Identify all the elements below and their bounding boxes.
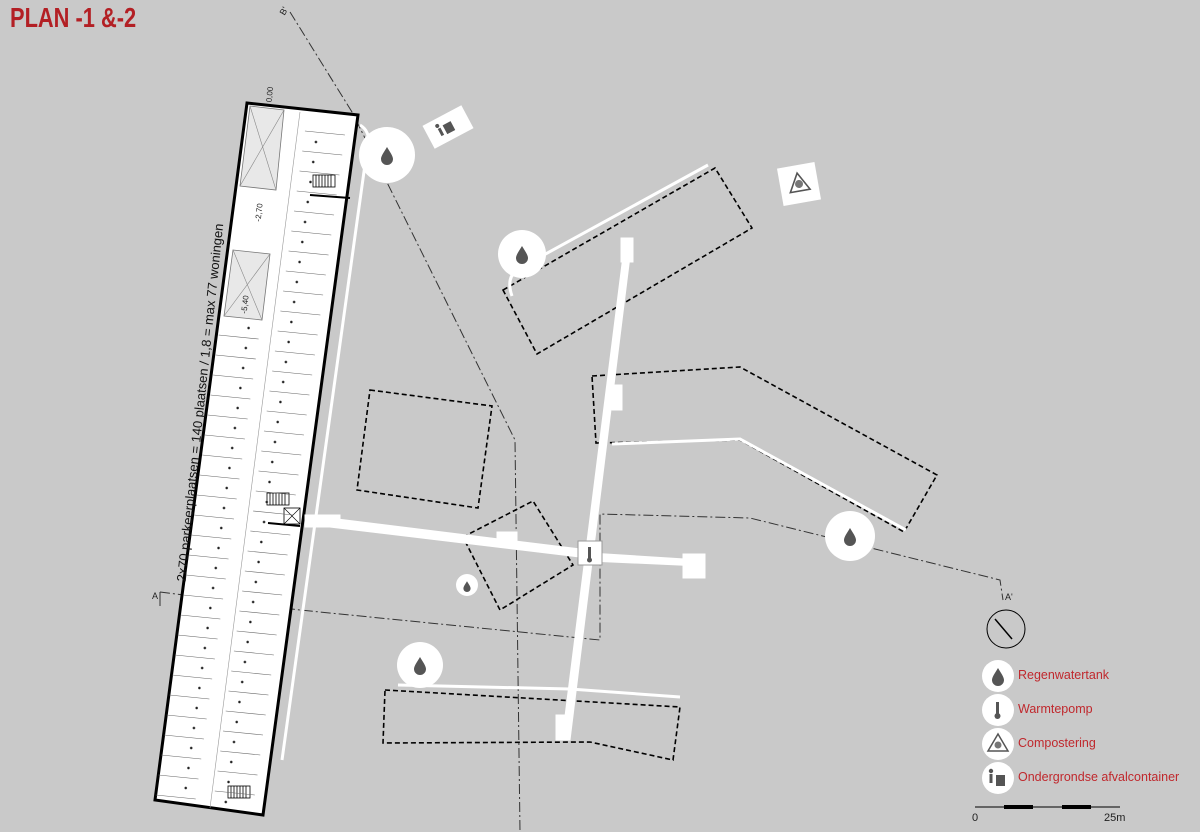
section-line-a xyxy=(159,513,1004,641)
parking-garage xyxy=(153,101,360,817)
page-title: PLAN -1 &-2 xyxy=(10,2,137,33)
section-label-a-start: A xyxy=(152,591,159,601)
dashed-building-outlines xyxy=(356,166,939,761)
level-label-0: 0,00 xyxy=(264,86,276,103)
heat-pump-marker xyxy=(587,547,592,563)
legend-label: Regenwatertank xyxy=(1018,668,1110,682)
legend-item-warmtepomp: Warmtepomp xyxy=(982,694,1197,726)
heat-pump-icon xyxy=(982,694,1014,726)
rainwater-tank-3 xyxy=(825,511,875,561)
legend-label: Compostering xyxy=(1018,736,1096,750)
legend-label: Warmtepomp xyxy=(1018,702,1093,716)
legend-item-ondergrondse-afvalcontainer: Ondergrondse afvalcontainer xyxy=(982,762,1197,794)
rainwater-tank-4 xyxy=(397,642,443,688)
scale-bar xyxy=(975,805,1120,809)
legend-item-regenwatertank: Regenwatertank xyxy=(982,660,1197,692)
scale-label-end: 25m xyxy=(1104,812,1126,824)
water-drop-icon xyxy=(982,660,1014,692)
legend-label: Ondergrondse afvalcontainer xyxy=(1018,770,1180,784)
level-label-1: -2,70 xyxy=(253,202,265,223)
waste-bin-icon xyxy=(982,762,1014,794)
level-label-2: -5,40 xyxy=(239,294,251,315)
underground-corridors xyxy=(304,163,907,741)
rainwater-tank-5 xyxy=(456,574,478,596)
section-label-a-end: A' xyxy=(1005,592,1013,602)
waste-container-marker xyxy=(422,105,474,149)
rainwater-tank-2 xyxy=(498,230,546,278)
legend-item-compostering: Compostering xyxy=(982,728,1197,760)
scale-label-start: 0 xyxy=(972,812,979,824)
compost-recycle-icon xyxy=(982,728,1014,760)
rainwater-tank-1 xyxy=(359,127,415,183)
north-arrow xyxy=(986,609,1026,649)
section-line-b xyxy=(289,11,521,832)
compost-marker xyxy=(776,161,822,207)
